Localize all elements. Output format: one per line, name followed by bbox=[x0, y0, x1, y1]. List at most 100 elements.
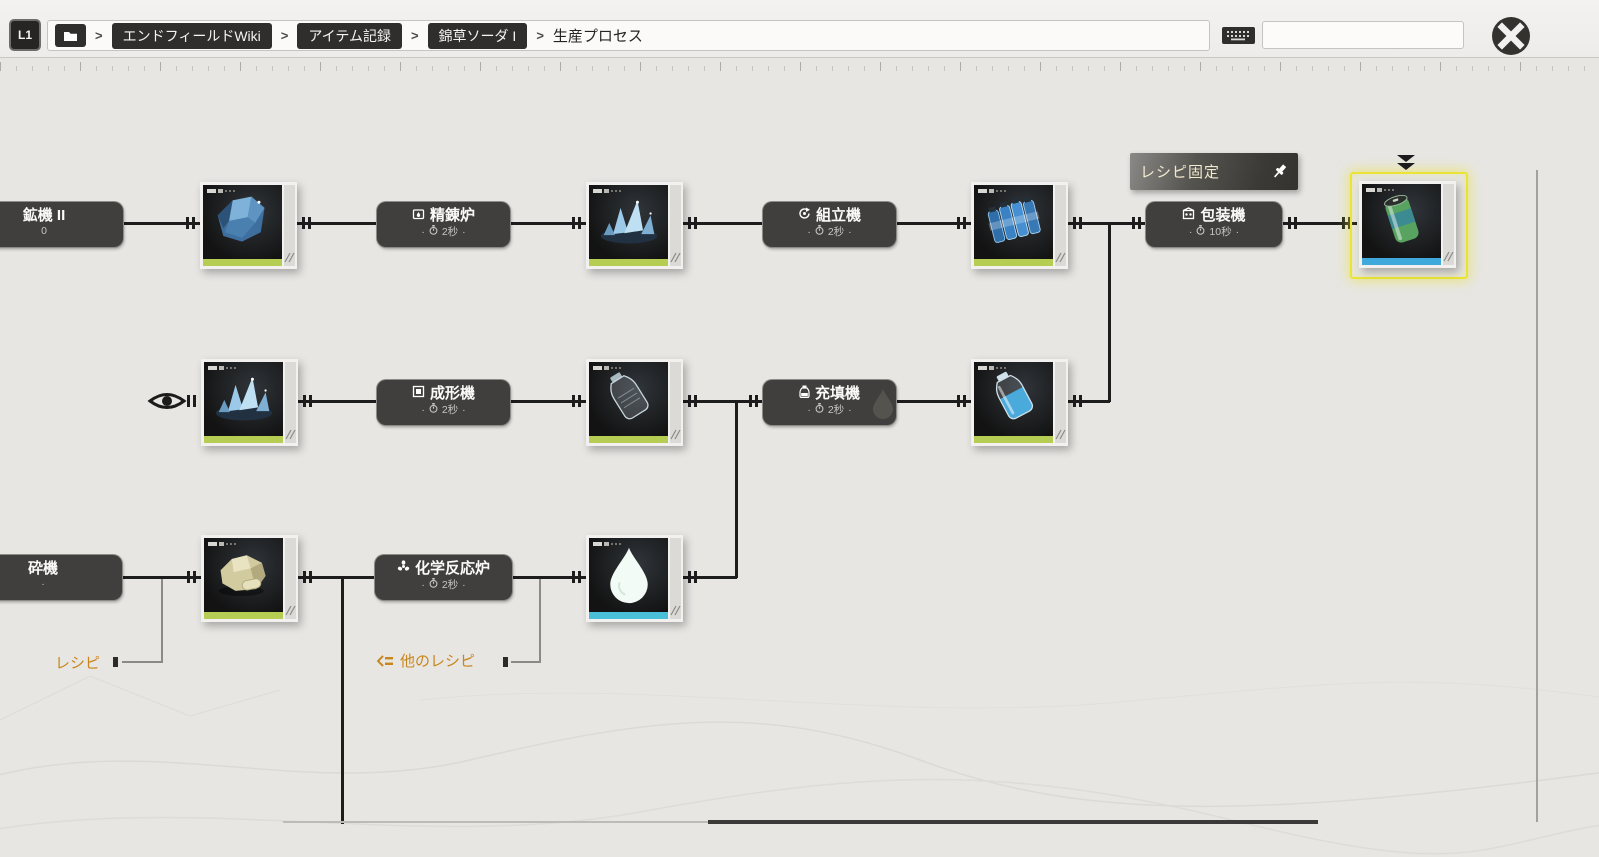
filler-icon bbox=[799, 385, 810, 402]
packer-icon bbox=[1182, 207, 1195, 224]
breadcrumb-current-page: 生産プロセス bbox=[552, 28, 643, 45]
breadcrumb-item-herb-soda[interactable]: 錦草ソーダ I bbox=[427, 22, 528, 49]
card-slash-marks bbox=[1055, 429, 1066, 440]
filled-water-bottle-icon bbox=[995, 372, 1033, 420]
machine-filler[interactable]: 充填機 · 2秒 · bbox=[763, 380, 896, 425]
machine-molder[interactable]: 成形機 · 2秒 · bbox=[377, 380, 510, 425]
wire-plug bbox=[572, 395, 581, 407]
wire-plug bbox=[303, 395, 312, 407]
machine-miner[interactable]: 鉱機 II 0 bbox=[0, 202, 123, 247]
recipe-label[interactable]: レシピ bbox=[55, 655, 101, 672]
pin-icon bbox=[1274, 164, 1287, 178]
breadcrumb-item-wiki[interactable]: エンドフィールドWiki bbox=[111, 22, 272, 49]
item-card-water-droplet[interactable] bbox=[586, 535, 683, 622]
machine-crusher[interactable]: 砕機 · bbox=[0, 555, 122, 600]
card-header-marks bbox=[593, 189, 621, 193]
card-header-marks bbox=[978, 366, 1006, 370]
card-header-marks bbox=[208, 366, 236, 370]
item-card-crystal-shards[interactable] bbox=[586, 182, 683, 269]
rarity-bar bbox=[589, 612, 668, 619]
wire-plug bbox=[688, 571, 697, 583]
top-bar: L1 > エンドフィールドWiki > アイテム記録 > 錦草ソーダ I > 生… bbox=[0, 0, 1599, 58]
item-card-filled-bottle[interactable] bbox=[971, 359, 1068, 446]
keyboard-shortcut-button[interactable] bbox=[1222, 27, 1255, 44]
card-slash-marks bbox=[285, 605, 296, 616]
wire-plug bbox=[572, 217, 581, 229]
machine-label: 精錬炉 bbox=[429, 207, 475, 224]
card-header-marks bbox=[207, 189, 235, 193]
search-input[interactable] bbox=[1276, 26, 1456, 44]
card-header-marks bbox=[978, 189, 1006, 193]
rarity-bar bbox=[589, 436, 668, 443]
recipe-connector bbox=[161, 579, 163, 663]
item-card-blue-crystal-ore[interactable] bbox=[200, 182, 297, 269]
close-button[interactable] bbox=[1491, 16, 1531, 56]
timer-icon bbox=[429, 403, 438, 416]
timer-icon bbox=[429, 578, 438, 591]
horizontal-scrollbar-thumb[interactable] bbox=[708, 820, 1318, 824]
crystal-shards-icon bbox=[600, 200, 657, 244]
other-recipes-label[interactable]: 他のレシピ bbox=[377, 650, 475, 671]
blue-crystal-ore-icon bbox=[217, 197, 265, 243]
card-slash-marks bbox=[1443, 251, 1454, 262]
card-slash-marks bbox=[670, 429, 681, 440]
machine-assembler[interactable]: 組立機 · 2秒 · bbox=[763, 202, 896, 247]
bottle-pack-icon bbox=[987, 197, 1041, 244]
machine-label: 砕機 bbox=[27, 560, 58, 577]
wire-plug bbox=[572, 571, 581, 583]
breadcrumb-separator: > bbox=[280, 28, 289, 43]
folder-icon bbox=[64, 31, 77, 41]
rarity-bar bbox=[974, 436, 1053, 443]
wire-plug bbox=[1132, 217, 1141, 229]
rarity-bar bbox=[203, 259, 282, 266]
machine-packer[interactable]: 包装機 · 10秒 · bbox=[1146, 202, 1282, 247]
wire bbox=[1282, 222, 1357, 225]
wire-plug bbox=[187, 571, 196, 583]
item-card-herb-soda-output[interactable] bbox=[1359, 181, 1456, 268]
recipe-pinned-label: レシピ固定 bbox=[1140, 164, 1221, 181]
item-card-bottle-pack[interactable] bbox=[971, 182, 1068, 269]
rarity-bar bbox=[974, 259, 1053, 266]
crystal-shards-icon bbox=[215, 377, 272, 421]
wire-offscreen bbox=[341, 578, 344, 824]
wire-plug bbox=[749, 395, 758, 407]
recipe-connector-plug bbox=[113, 657, 118, 667]
card-header-marks bbox=[1366, 188, 1394, 192]
wire-plug bbox=[1073, 217, 1082, 229]
item-card-pale-mineral[interactable] bbox=[201, 535, 298, 622]
wire bbox=[298, 576, 375, 579]
card-slash-marks bbox=[285, 429, 296, 440]
other-recipe-connector bbox=[511, 661, 541, 663]
item-card-crystal-shards-2[interactable] bbox=[201, 359, 298, 446]
machine-refinery[interactable]: 精錬炉 · 2秒 · bbox=[377, 202, 510, 247]
recipe-pinned-tooltip[interactable]: レシピ固定 bbox=[1130, 153, 1298, 190]
breadcrumb-separator: > bbox=[410, 28, 419, 43]
wire-plug bbox=[303, 571, 312, 583]
machine-label: 鉱機 II bbox=[22, 207, 66, 224]
reactor-icon bbox=[397, 560, 410, 577]
wire-plug bbox=[688, 217, 697, 229]
item-card-empty-bottle[interactable] bbox=[586, 359, 683, 446]
visibility-eye-icon[interactable] bbox=[147, 387, 187, 415]
breadcrumb-separator: > bbox=[95, 28, 103, 43]
folder-crumb[interactable] bbox=[55, 24, 86, 47]
search-field[interactable] bbox=[1262, 21, 1464, 49]
ruler bbox=[0, 58, 1599, 74]
timer-icon bbox=[1196, 225, 1205, 238]
timer-icon bbox=[815, 225, 824, 238]
rarity-bar bbox=[589, 259, 668, 266]
selection-frame bbox=[1350, 172, 1468, 279]
wire bbox=[896, 400, 971, 403]
breadcrumb-item-item-records[interactable]: アイテム記録 bbox=[297, 22, 402, 49]
other-recipe-connector bbox=[539, 579, 541, 663]
rarity-bar bbox=[1362, 258, 1441, 265]
machine-reactor[interactable]: 化学反応炉 · 2秒 · bbox=[375, 555, 512, 600]
card-slash-marks bbox=[1055, 252, 1066, 263]
level-badge: L1 bbox=[9, 19, 41, 51]
selected-indicator-chevrons bbox=[1397, 155, 1415, 170]
vertical-scrollbar[interactable] bbox=[1536, 170, 1538, 822]
other-recipe-connector-plug bbox=[503, 657, 508, 667]
filler-ghost-droplet bbox=[873, 389, 893, 419]
refinery-icon bbox=[412, 207, 425, 224]
